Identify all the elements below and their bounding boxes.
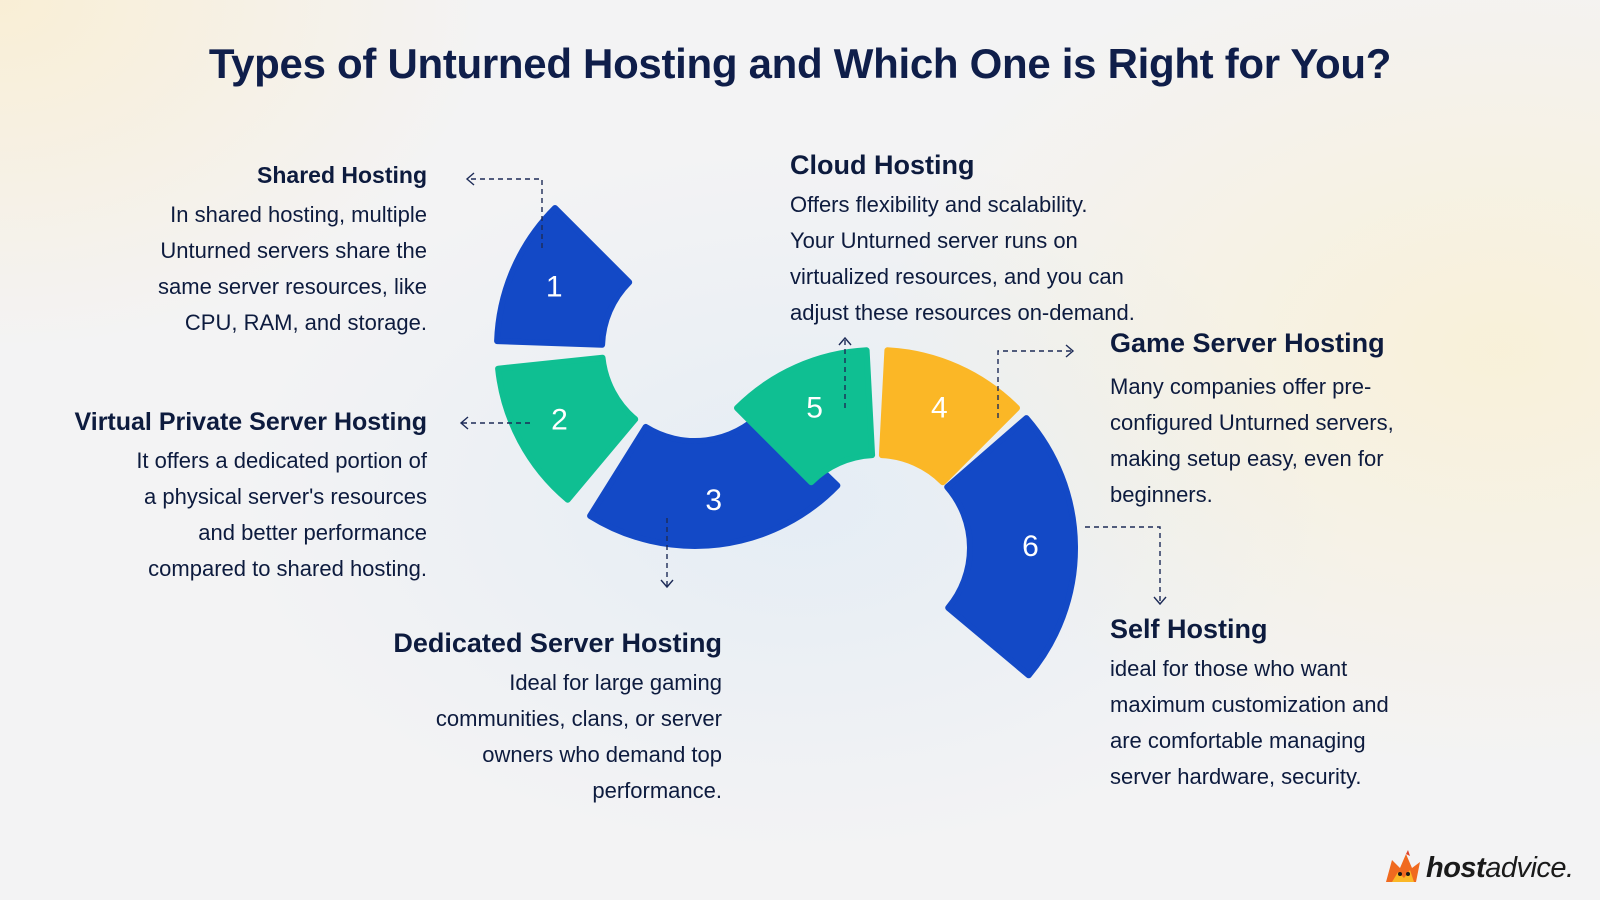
shared-hosting-description: In shared hosting, multiple Unturned ser… xyxy=(110,197,427,341)
logo-advice: advice. xyxy=(1485,851,1574,884)
connector-self xyxy=(1085,526,1161,603)
segment-number-3: 3 xyxy=(705,484,722,517)
hostadvice-fox-icon xyxy=(1386,850,1420,882)
desc-line: are comfortable managing xyxy=(1110,728,1366,753)
desc-line: performance. xyxy=(592,778,722,803)
dedicated-hosting-description: Ideal for large gaming communities, clan… xyxy=(360,665,722,809)
dedicated-hosting-block: Dedicated Server Hosting Ideal for large… xyxy=(360,628,722,809)
desc-line: ideal for those who want xyxy=(1110,656,1348,681)
connector-game xyxy=(997,350,1072,418)
vps-hosting-heading: Virtual Private Server Hosting xyxy=(74,408,427,436)
desc-line: It offers a dedicated portion of xyxy=(136,448,427,473)
segment-6 xyxy=(944,415,1078,679)
segment-2 xyxy=(495,354,639,503)
desc-line: owners who demand top xyxy=(482,742,722,767)
vps-hosting-block: Virtual Private Server Hosting It offers… xyxy=(40,408,427,587)
desc-line: Your Unturned server runs on xyxy=(790,228,1078,253)
desc-line: same server resources, like xyxy=(158,274,427,299)
arrow-shared-icon xyxy=(465,172,475,186)
page-title: Types of Unturned Hosting and Which One … xyxy=(208,40,1392,87)
desc-line: making setup easy, even for xyxy=(1110,446,1384,471)
cloud-hosting-heading: Cloud Hosting xyxy=(790,150,975,180)
segment-5 xyxy=(734,347,876,486)
hostadvice-logo-text: hostadvice. xyxy=(1426,852,1574,885)
shared-hosting-block: Shared Hosting In shared hosting, multip… xyxy=(110,162,427,341)
game-server-hosting-heading: Game Server Hosting xyxy=(1110,328,1385,358)
arrow-vps-icon xyxy=(459,416,469,430)
segment-4 xyxy=(878,347,1020,486)
arrow-self-icon xyxy=(1153,596,1167,606)
desc-line: server hardware, security. xyxy=(1110,764,1362,789)
shared-hosting-heading: Shared Hosting xyxy=(257,162,427,188)
arrow-dedicated-icon xyxy=(660,579,674,589)
vps-hosting-description: It offers a dedicated portion of a physi… xyxy=(40,443,427,587)
segment-number-4: 4 xyxy=(931,391,948,424)
cloud-hosting-description: Offers flexibility and scalability. Your… xyxy=(790,187,1190,331)
self-hosting-block: Self Hosting ideal for those who want ma… xyxy=(1110,614,1450,795)
segment-number-1: 1 xyxy=(546,270,563,303)
arrow-cloud-icon xyxy=(838,336,852,346)
segment-number-5: 5 xyxy=(806,391,823,424)
desc-line: maximum customization and xyxy=(1110,692,1389,717)
connector-shared xyxy=(468,178,543,248)
game-server-hosting-description: Many companies offer pre- configured Unt… xyxy=(1110,369,1450,513)
desc-line: virtualized resources, and you can xyxy=(790,264,1124,289)
desc-line: Unturned servers share the xyxy=(160,238,427,263)
dedicated-hosting-heading: Dedicated Server Hosting xyxy=(393,628,722,658)
arrow-game-icon xyxy=(1065,344,1075,358)
connector-lines xyxy=(459,172,1167,606)
logo-host: host xyxy=(1426,851,1486,884)
desc-line: a physical server's resources xyxy=(144,484,427,509)
segment-number-6: 6 xyxy=(1022,530,1039,563)
self-hosting-description: ideal for those who want maximum customi… xyxy=(1110,651,1450,795)
game-server-hosting-block: Game Server Hosting Many companies offer… xyxy=(1110,328,1450,513)
desc-line: configured Unturned servers, xyxy=(1110,410,1394,435)
hostadvice-logo: hostadvice. xyxy=(1382,848,1574,888)
desc-line: In shared hosting, multiple xyxy=(170,202,427,227)
desc-line: Many companies offer pre- xyxy=(1110,374,1372,399)
desc-line: adjust these resources on-demand. xyxy=(790,300,1135,325)
segment-number-2: 2 xyxy=(551,404,568,437)
desc-line: Ideal for large gaming xyxy=(509,670,722,695)
desc-line: communities, clans, or server xyxy=(435,706,722,731)
segment-1 xyxy=(494,205,633,348)
desc-line: CPU, RAM, and storage. xyxy=(184,310,427,335)
self-hosting-heading: Self Hosting xyxy=(1110,614,1268,644)
desc-line: and better performance xyxy=(198,520,427,545)
desc-line: compared to shared hosting. xyxy=(148,556,427,581)
desc-line: beginners. xyxy=(1110,482,1213,507)
cloud-hosting-block: Cloud Hosting Offers flexibility and sca… xyxy=(790,150,1190,331)
desc-line: Offers flexibility and scalability. xyxy=(790,192,1088,217)
